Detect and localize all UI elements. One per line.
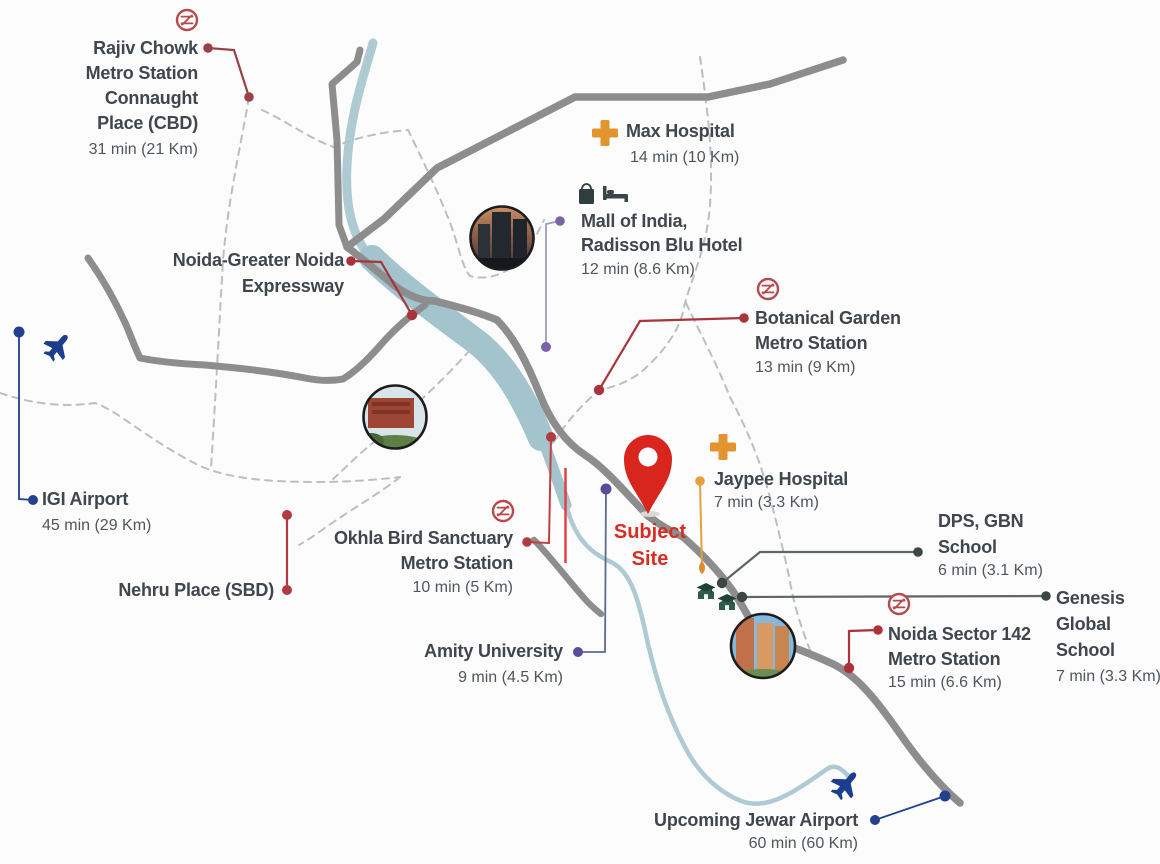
hospital-cross-icon-max [592, 120, 618, 146]
label-expressway: Noida-Greater Noida Expressway [160, 247, 344, 299]
label-line: Global [1056, 614, 1111, 634]
label-dps-school: DPS, GBN School 6 min (3.1 Km) [938, 508, 1043, 582]
label-line: Botanical Garden [755, 308, 901, 328]
label-line: Jaypee Hospital [714, 469, 849, 489]
label-line: Metro Station [888, 649, 1001, 669]
road-expressway [343, 56, 964, 807]
connectors [13, 43, 1051, 825]
hospital-cross-icon-jaypee [710, 434, 736, 460]
metro-icon-sector142 [887, 592, 911, 616]
label-line: DPS, GBN [938, 511, 1024, 531]
connector-botanical [593, 313, 749, 396]
connector-rajiv-chowk [203, 43, 254, 102]
label-igi-airport: IGI Airport 45 min (29 Km) [42, 487, 151, 537]
road-okhla-branch [530, 536, 605, 618]
dashed-boundary-west [210, 96, 250, 469]
travel-time: 31 min (21 Km) [88, 141, 198, 158]
label-line: Okhla Bird Sanctuary [333, 528, 513, 548]
roads [84, 46, 964, 807]
connector-amity [573, 483, 612, 657]
yamuna-river [342, 38, 852, 806]
airplane-icon-igi [38, 327, 77, 366]
connector-sector142 [843, 625, 883, 674]
label-line: Subject [613, 521, 687, 543]
label-line: Connaught [104, 88, 198, 108]
photo-city-skyline [469, 205, 535, 271]
label-line: Expressway [241, 276, 344, 296]
connector-expressway [346, 256, 418, 321]
label-rajiv-chowk: Rajiv Chowk Metro Station Connaught Plac… [20, 36, 199, 161]
travel-time: 9 min (4.5 Km) [458, 669, 563, 686]
travel-time: 14 min (10 Km) [630, 149, 740, 166]
metro-icon-okhla [491, 499, 515, 523]
connector-nehru [282, 510, 292, 595]
travel-time: 7 min (3.3 Km) [1056, 668, 1160, 685]
travel-time: 12 min (8.6 Km) [581, 261, 695, 278]
school-icon-dps [695, 582, 717, 600]
dashed-boundary-branch [298, 476, 401, 546]
label-line: Noida-Greater Noida [172, 250, 344, 270]
travel-time: 7 min (3.3 Km) [714, 494, 819, 511]
connector-jaypee [695, 476, 705, 574]
label-genesis-school: Genesis Global School 7 min (3.3 Km) [1056, 585, 1160, 688]
travel-time: 10 min (5 Km) [412, 579, 513, 596]
shopping-bag-icon [579, 183, 594, 204]
label-okhla: Okhla Bird Sanctuary Metro Station 10 mi… [325, 526, 513, 599]
connector-mall [541, 216, 565, 352]
label-line: Genesis [1056, 588, 1125, 608]
label-line: Metro Station [400, 553, 514, 573]
label-amity: Amity University 9 min (4.5 Km) [395, 639, 563, 689]
dashed-boundary-swoosh [0, 392, 401, 484]
label-line: Upcoming Jewar Airport [654, 810, 858, 830]
connector-jewar [870, 790, 951, 825]
label-line: Mall of India, [581, 211, 688, 231]
label-jaypee-hospital: Jaypee Hospital 7 min (3.3 Km) [714, 467, 848, 514]
dashed-boundary-center [544, 56, 713, 459]
travel-time: 13 min (9 Km) [755, 359, 856, 376]
label-line: Radisson Blu Hotel [581, 235, 743, 255]
photo-towers [729, 612, 797, 680]
metro-icon-rajiv [175, 8, 199, 32]
label-line: Site [631, 548, 669, 570]
label-line: Metro Station [85, 63, 199, 83]
label-line: IGI Airport [42, 489, 129, 509]
label-nehru-place: Nehru Place (SBD) [110, 578, 274, 603]
travel-time: 45 min (29 Km) [42, 517, 152, 534]
subject-site-pin-icon [624, 435, 672, 517]
travel-time: 6 min (3.1 Km) [938, 562, 1043, 579]
label-botanical-garden: Botanical Garden Metro Station 13 min (9… [755, 306, 901, 379]
metro-icon-botanical [756, 277, 780, 301]
road-north [328, 46, 364, 251]
label-line: Max Hospital [626, 121, 735, 141]
photo-amity-campus [362, 384, 428, 450]
label-sector142: Noida Sector 142 Metro Station 15 min (6… [888, 622, 1031, 694]
connector-okhla [522, 432, 556, 547]
label-line: Noida Sector 142 [888, 624, 1031, 644]
label-jewar-airport: Upcoming Jewar Airport 60 min (60 Km) [598, 808, 858, 855]
travel-time: 60 min (60 Km) [748, 835, 858, 852]
label-subject-site: Subject Site [598, 519, 702, 573]
hotel-bed-icon [603, 186, 628, 202]
label-line: Place (CBD) [97, 113, 198, 133]
label-max-hospital: Max Hospital 14 min (10 Km) [626, 119, 739, 169]
label-line: Nehru Place (SBD) [118, 580, 274, 600]
label-mall-of-india: Mall of India, Radisson Blu Hotel 12 min… [581, 209, 743, 281]
travel-time: 15 min (6.6 Km) [888, 674, 1002, 691]
label-line: Rajiv Chowk [93, 38, 198, 58]
connector-igi [13, 326, 38, 505]
label-line: School [938, 537, 997, 557]
road-west-loop [84, 254, 429, 384]
label-line: Amity University [424, 641, 563, 661]
connector-dps [716, 547, 923, 589]
label-line: School [1056, 640, 1115, 660]
label-line: Metro Station [755, 333, 868, 353]
